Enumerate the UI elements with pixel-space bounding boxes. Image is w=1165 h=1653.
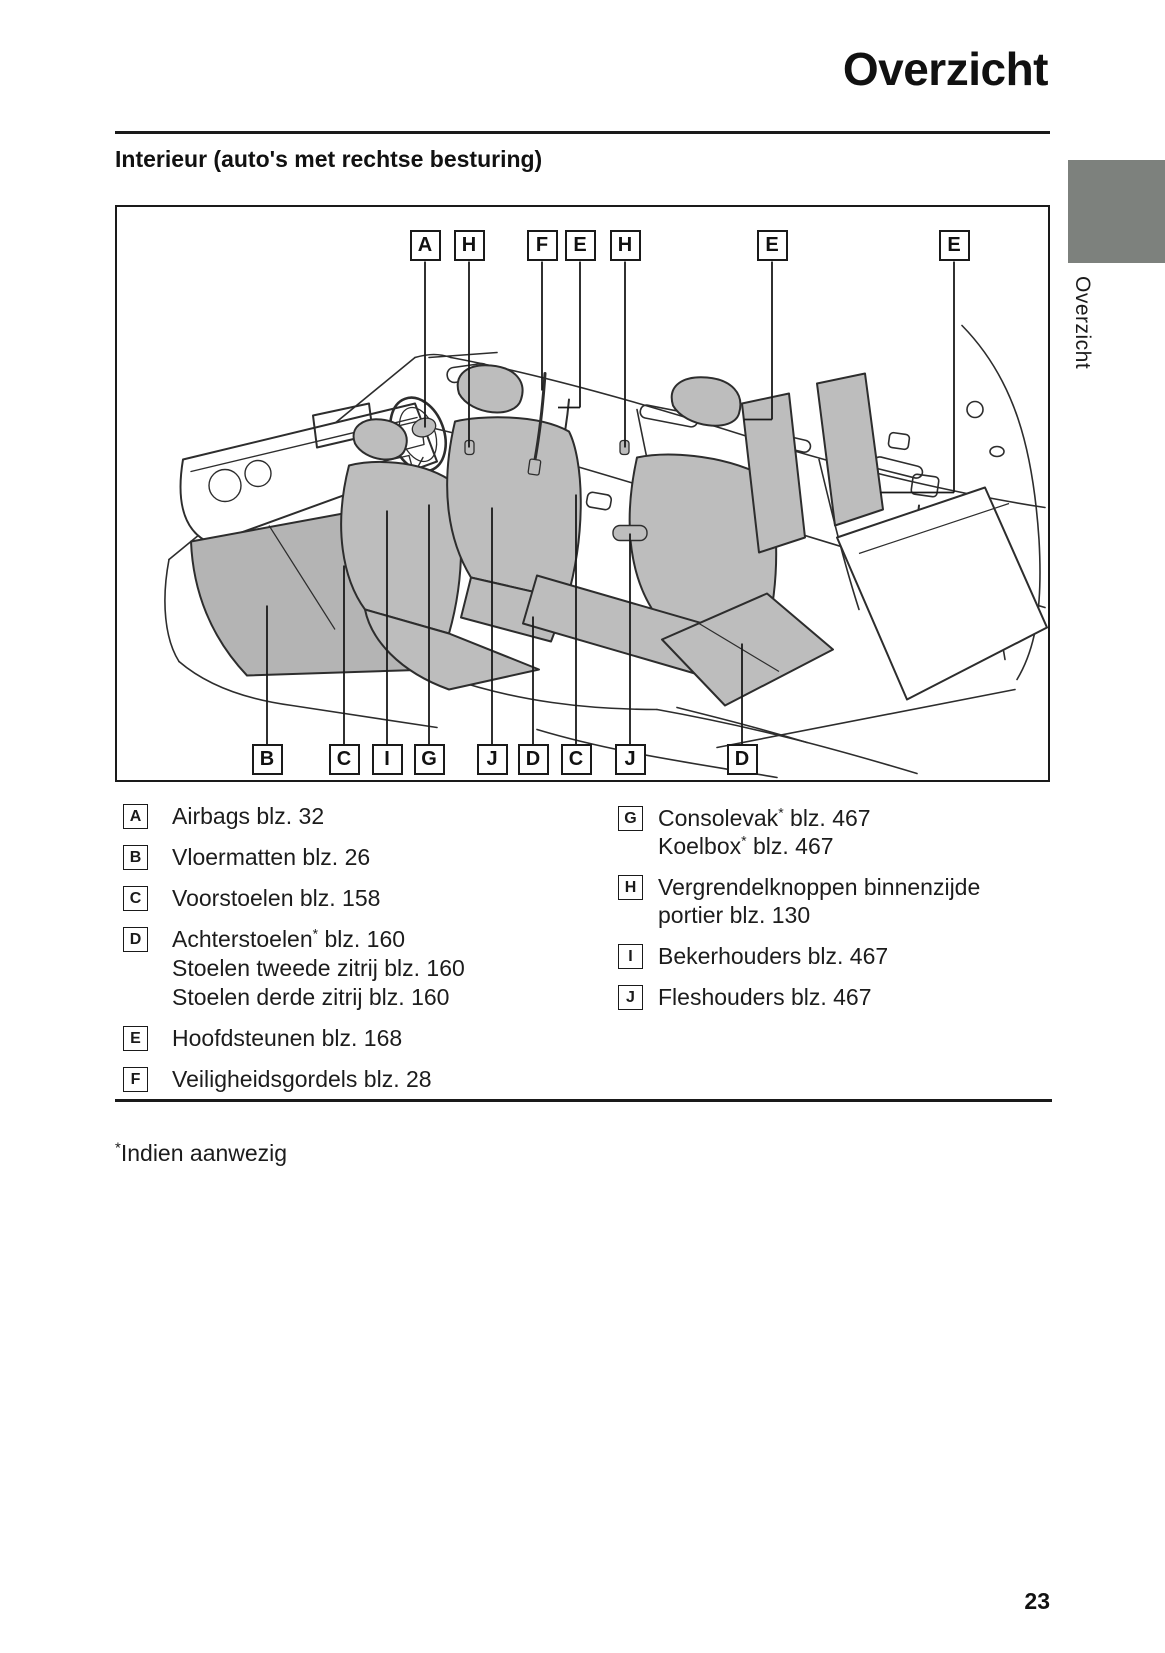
legend-text-line: Stoelen derde zitrij blz. 160 [172,984,450,1010]
callout-box-f: F [526,230,558,261]
legend-text-line: Achterstoelen* blz. 160 [172,925,406,952]
title-rule [115,131,1050,134]
asterisk-marker: * [741,832,747,849]
legend-text: Veiligheidsgordels blz. 28 [172,1065,432,1094]
footnote-text: Indien aanwezig [120,1140,288,1166]
callout-box-d: D [517,744,549,775]
legend-key-box: G [618,806,643,831]
legend-row-f: F Veiligheidsgordels blz. 28 [115,1065,595,1094]
chapter-tab-marker [1068,160,1165,263]
page-title: Overzicht [842,43,1049,95]
legend-key-box: I [618,944,643,969]
legend-text-line: Vloermatten blz. 26 [172,844,371,870]
callout-box-j: J [476,744,508,775]
callout-box-e: E [564,230,596,261]
callout-box-h: H [609,230,641,261]
legend-text-line: Koelbox* blz. 467 [658,832,834,859]
legend-rule [115,1099,1052,1102]
legend-row-c: C Voorstoelen blz. 158 [115,884,595,913]
chapter-tab-label: Overzicht [1071,276,1094,370]
legend-key-box: D [123,927,148,952]
callout-box-i: I [371,744,403,775]
legend-row-a: A Airbags blz. 32 [115,802,595,831]
callout-box-d: D [726,744,758,775]
legend-text-line: portier blz. 130 [658,902,811,928]
legend-key-box: F [123,1067,148,1092]
legend-text: Voorstoelen blz. 158 [172,884,380,913]
legend-text-line: Veiligheidsgordels blz. 28 [172,1066,432,1092]
legend-key-box: H [618,875,643,900]
callout-box-e: E [938,230,970,261]
legend-key-box: J [618,985,643,1010]
page-number: 23 [1024,1588,1050,1614]
section-heading: Interieur (auto's met rechtse besturing) [115,146,543,172]
callout-box-c: C [560,744,592,775]
legend-row-b: B Vloermatten blz. 26 [115,843,595,872]
legend-key-box: E [123,1026,148,1051]
legend-key-box: C [123,886,148,911]
legend-text: Airbags blz. 32 [172,802,324,831]
callout-box-b: B [251,744,283,775]
legend-row-e: E Hoofdsteunen blz. 168 [115,1024,595,1053]
callout-box-a: A [409,230,441,261]
legend-text: Fleshouders blz. 467 [658,983,872,1011]
legend-text-line: Hoofdsteunen blz. 168 [172,1025,403,1051]
legend-text-line: Airbags blz. 32 [172,803,325,829]
legend-text-line: Fleshouders blz. 467 [658,984,872,1010]
legend-row-j: J Fleshouders blz. 467 [618,983,1058,1011]
callout-box-g: G [413,744,445,775]
legend-text-line: Bekerhouders blz. 467 [658,943,889,969]
legend-text: Vloermatten blz. 26 [172,843,370,872]
legend-key-box: A [123,804,148,829]
footnote: *Indien aanwezig [115,1140,287,1167]
legend-left-column: A Airbags blz. 32 B Vloermatten blz. 26 C Voo… [115,802,595,1106]
asterisk-marker: * [312,925,319,942]
legend-text: Hoofdsteunen blz. 168 [172,1024,402,1053]
callout-box-e: E [756,230,788,261]
legend-text-line: Vergrendelknoppen binnenzijde [658,874,981,900]
legend-key-box: B [123,845,148,870]
callout-box-j: J [614,744,646,775]
legend-row-i: I Bekerhouders blz. 467 [618,942,1058,970]
legend-text-line: Voorstoelen blz. 158 [172,885,381,911]
callout-box-c: C [328,744,360,775]
callout-box-h: H [453,230,485,261]
legend-text-line: Consolevak* blz. 467 [658,804,871,831]
legend-text-line: Stoelen tweede zitrij blz. 160 [172,955,465,981]
callout-leader-lines [266,261,955,745]
car-interior-illustration [164,261,1048,779]
asterisk-marker: * [778,804,784,821]
footnote-marker: * [115,1139,121,1157]
legend-text: Bekerhouders blz. 467 [658,942,888,970]
